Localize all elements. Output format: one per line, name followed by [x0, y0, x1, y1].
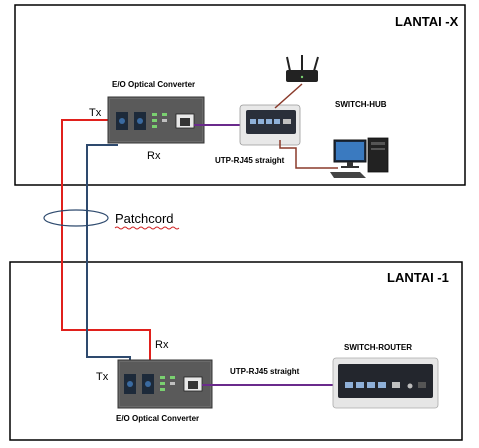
bottom-utp-label: UTP-RJ45 straight [230, 367, 300, 376]
spellcheck-underline [114, 226, 180, 230]
patchcord-ellipse [43, 209, 109, 227]
top-rx-label: Rx [147, 150, 161, 162]
pc-link-cable [279, 140, 338, 169]
top-converter-label: E/O Optical Converter [112, 80, 195, 89]
patchcord-label: Patchcord [115, 211, 174, 226]
desktop-pc-icon [330, 137, 389, 178]
top-utp-label: UTP-RJ45 straight [215, 156, 285, 165]
top-media-converter-icon [107, 96, 205, 144]
wifi-router-icon [286, 55, 319, 82]
switch-hub-icon [239, 104, 301, 146]
switch-router-label: SWITCH-ROUTER [344, 343, 412, 352]
bottom-media-converter-icon [117, 359, 213, 409]
switch-router-icon [332, 357, 439, 409]
floor-top-label: LANTAI -X [395, 14, 459, 29]
bottom-tx-label: Tx [96, 371, 109, 383]
switch-hub-label: SWITCH-HUB [335, 100, 387, 109]
floor-top-frame [14, 4, 466, 186]
fiber-red-cable [61, 119, 151, 380]
floor-bottom-frame [9, 261, 463, 441]
floor-bottom-label: LANTAI -1 [387, 270, 449, 285]
bottom-rx-label: Rx [155, 339, 169, 351]
bottom-converter-label: E/O Optical Converter [116, 414, 199, 423]
router-link-cable [274, 83, 303, 109]
top-tx-label: Tx [89, 107, 102, 119]
